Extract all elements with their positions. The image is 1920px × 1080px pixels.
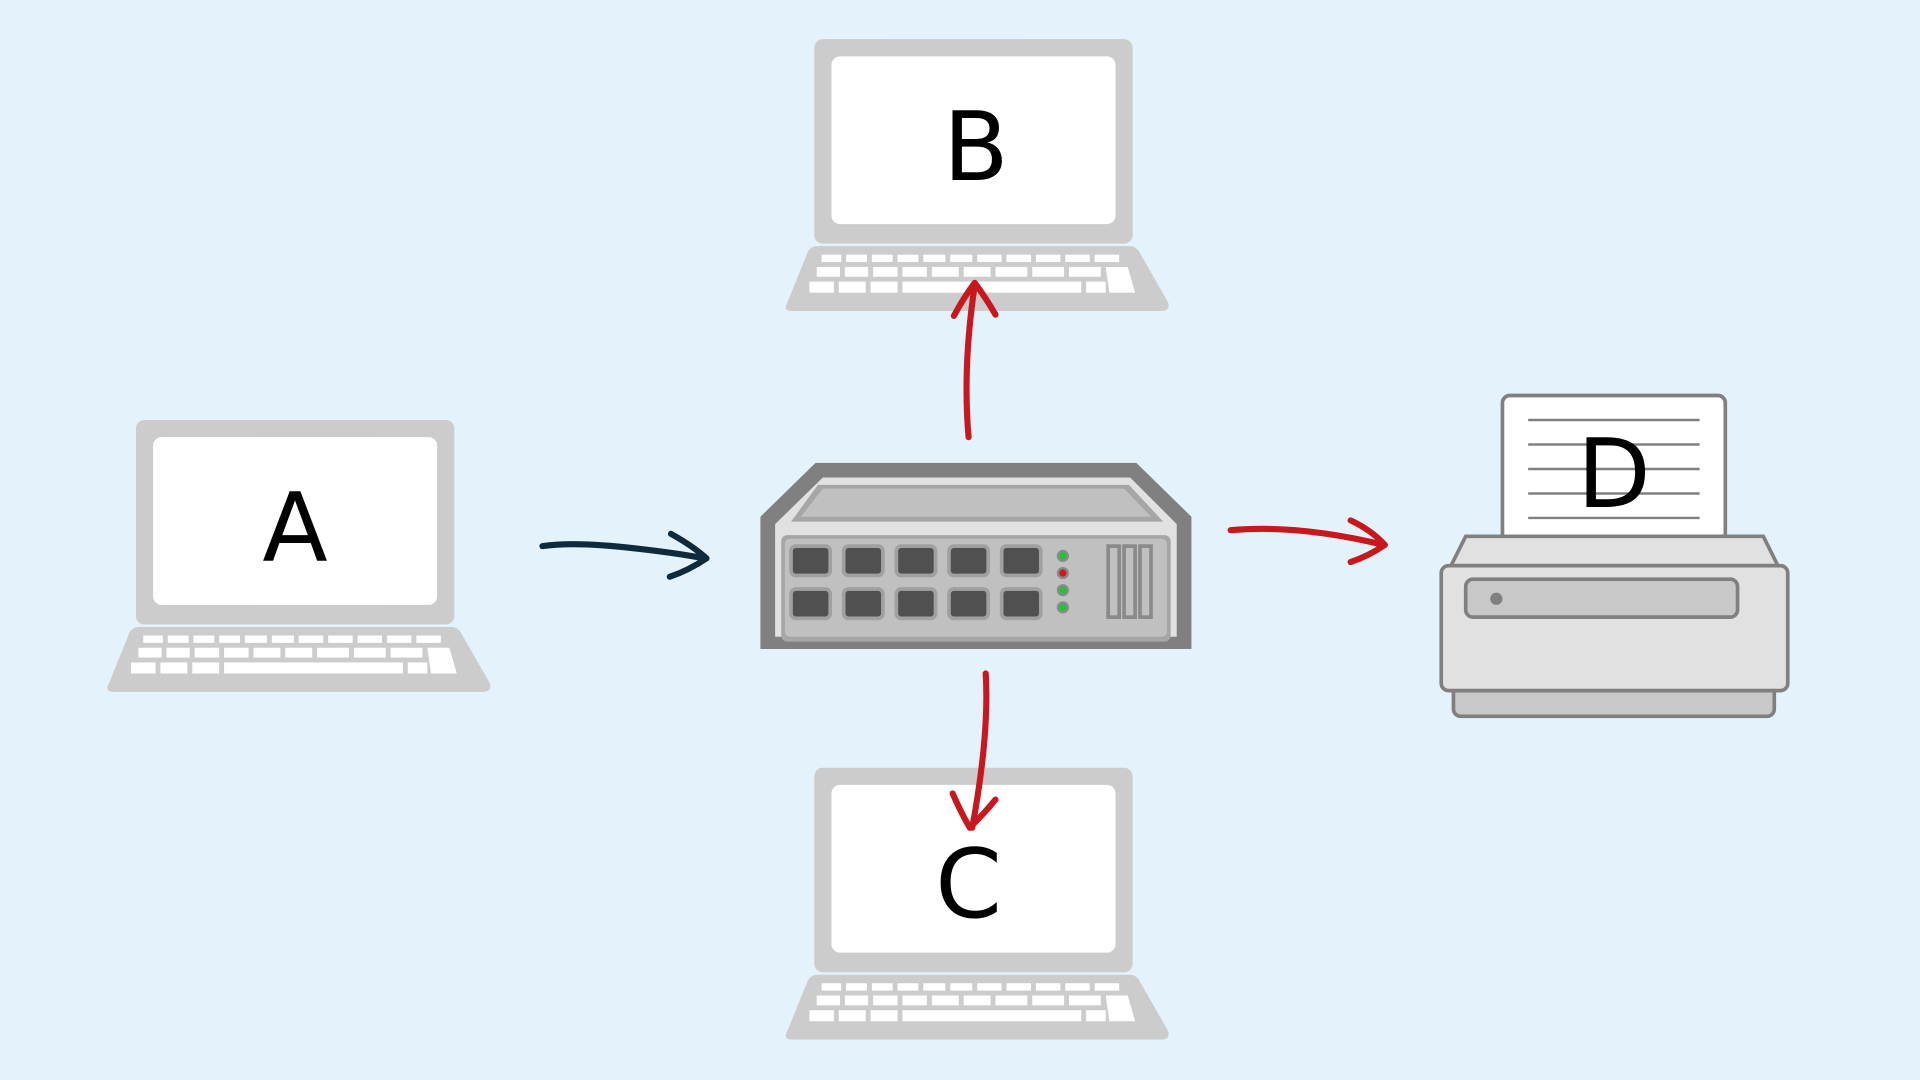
laptop-b-label: B <box>943 91 1009 203</box>
arrow-hub-to-b <box>950 279 999 441</box>
laptop-c[interactable]: C <box>785 767 1169 1040</box>
printer-d-label: D <box>1577 418 1651 530</box>
network-hub[interactable] <box>760 462 1192 649</box>
laptop-a[interactable]: A <box>107 420 491 692</box>
laptop-b[interactable]: B <box>785 39 1169 312</box>
arrow-hub-to-d <box>1227 517 1388 566</box>
laptop-a-label: A <box>262 472 327 584</box>
status-leds <box>1056 549 1069 614</box>
arrow-hub-to-c <box>949 670 999 831</box>
arrow-a-to-hub <box>539 530 710 580</box>
laptop-c-label: C <box>935 828 1002 940</box>
paper-lines <box>1528 418 1700 520</box>
printer-d[interactable]: D <box>1439 393 1790 719</box>
